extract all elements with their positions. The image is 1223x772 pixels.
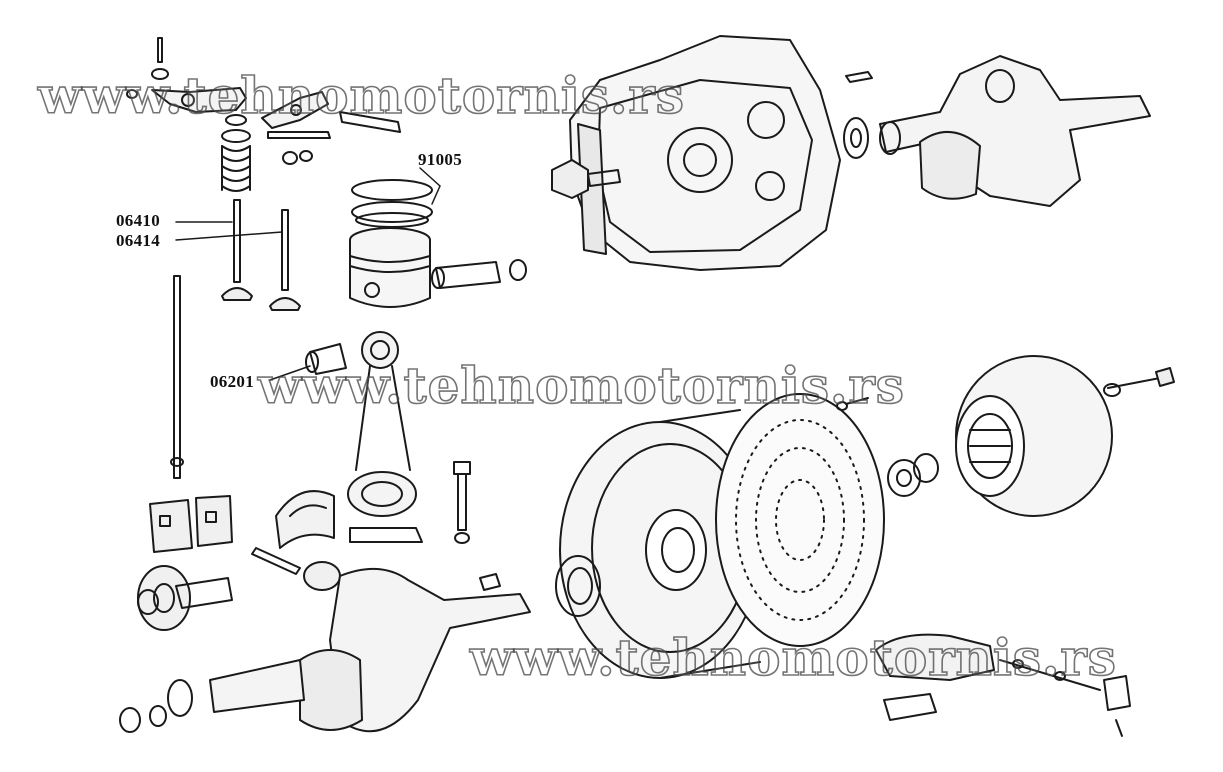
camshaft	[137, 565, 233, 631]
circlip	[509, 259, 527, 281]
part-label-06410: 06410	[116, 211, 160, 230]
cover-bolt	[1103, 367, 1175, 397]
valve-spring	[221, 114, 251, 192]
valve-nuts	[282, 150, 313, 165]
piston-pin	[431, 261, 501, 289]
big-end-bearing	[275, 490, 335, 549]
clutch-cover	[955, 355, 1113, 517]
cam-follower-pieces	[251, 547, 341, 591]
rod-bolt	[453, 461, 471, 544]
push-rod	[170, 275, 184, 479]
housing-seal	[843, 117, 869, 159]
leader-91005b	[431, 185, 441, 205]
woodruff-key-top	[845, 71, 873, 83]
crankshaft-lower	[119, 567, 531, 733]
leader-06414	[175, 231, 283, 241]
small-end-bushing	[305, 343, 347, 375]
valve-exhaust	[269, 209, 301, 311]
flywheel	[559, 409, 761, 679]
leader-06201	[269, 365, 311, 381]
connecting-rod	[347, 331, 423, 543]
valve-inlet	[221, 199, 253, 301]
part-label-06201: 06201	[210, 372, 254, 391]
piston-rings	[351, 179, 433, 228]
part-label-91005: 91005	[418, 150, 462, 169]
tappets	[149, 495, 233, 553]
crankshaft-upper	[879, 55, 1151, 207]
part-label-06414: 06414	[116, 231, 160, 250]
crankcase-housing	[569, 35, 841, 271]
flywheel-seal	[555, 555, 601, 617]
magneto-plate	[715, 393, 885, 647]
small-screw	[836, 397, 869, 411]
housing-bolt	[551, 159, 621, 199]
rocker-assembly	[126, 37, 401, 139]
washer-pair	[887, 453, 939, 497]
piston	[349, 227, 431, 308]
leader-91005	[419, 167, 441, 187]
shift-linkage	[875, 633, 1131, 737]
